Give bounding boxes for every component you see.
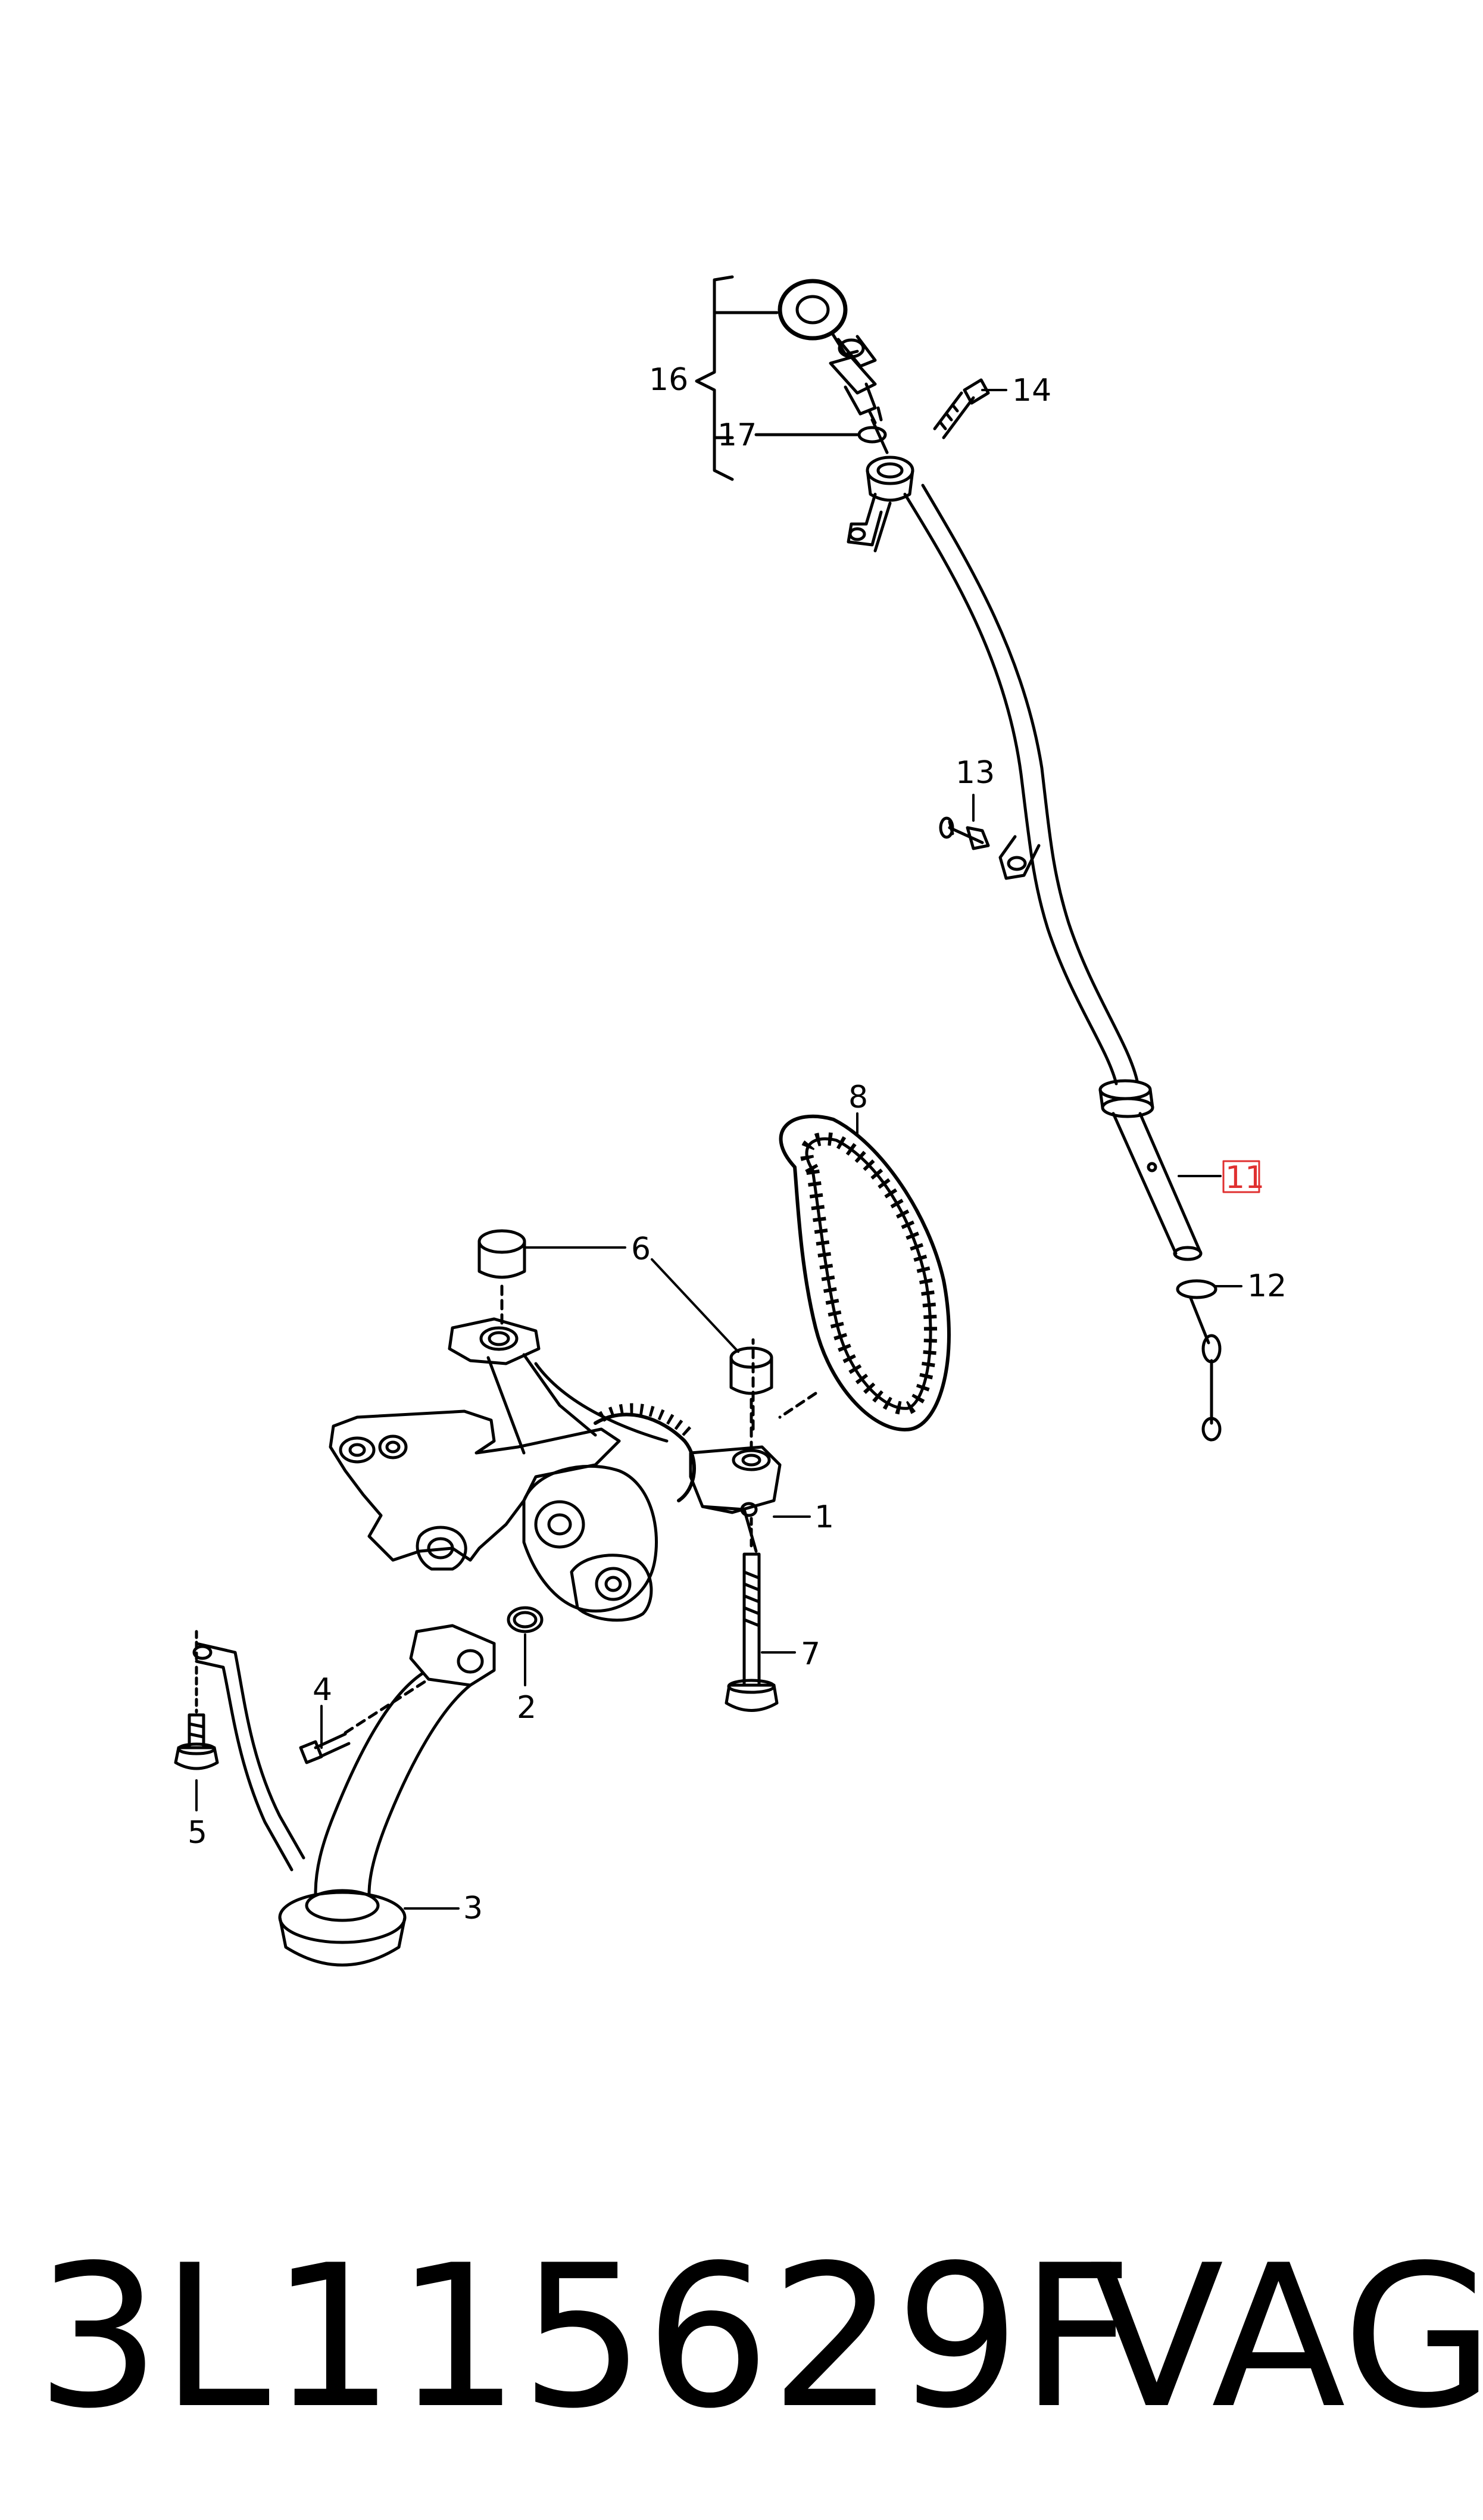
o-ring-12 xyxy=(1176,1279,1217,1299)
dipstick-guide-tube xyxy=(847,456,1222,1442)
bolt-4 xyxy=(299,1732,351,1764)
callout-1: 1 xyxy=(814,1499,834,1535)
seal-2 xyxy=(507,1606,544,1633)
callout-12: 12 xyxy=(1247,1268,1287,1304)
callout-14: 14 xyxy=(1012,373,1051,408)
brand-text: VAG xyxy=(1089,2223,1483,2452)
callout-13: 13 xyxy=(956,755,995,791)
bolt-14 xyxy=(933,378,990,439)
callout-17: 17 xyxy=(717,417,757,453)
part-number-text: 3L115629F xyxy=(36,2223,1134,2452)
bolt-7 xyxy=(725,1517,779,1712)
callout-3: 3 xyxy=(463,1891,483,1926)
toothed-belt-8 xyxy=(778,1114,951,1431)
bolt-13 xyxy=(939,816,990,850)
callout-16: 16 xyxy=(649,362,688,398)
callout-7: 7 xyxy=(801,1636,820,1672)
dipstick-assembly xyxy=(695,275,889,481)
leader-lines xyxy=(195,389,1242,1910)
bushing-6a xyxy=(477,1229,526,1327)
callout-2: 2 xyxy=(517,1690,536,1726)
oil-pump-1 xyxy=(329,1317,782,1622)
o-ring-17 xyxy=(857,426,887,444)
bolt-5 xyxy=(174,1666,219,1770)
callout-4: 4 xyxy=(313,1672,332,1708)
bushing-6b xyxy=(729,1346,773,1449)
suction-pipe-3 xyxy=(192,1624,496,1967)
highlight-box-11 xyxy=(1222,1160,1260,1193)
callout-11: 11 xyxy=(1225,1160,1265,1196)
callout-6: 6 xyxy=(631,1231,651,1267)
callout-8: 8 xyxy=(848,1080,868,1115)
callout-5: 5 xyxy=(188,1815,207,1851)
